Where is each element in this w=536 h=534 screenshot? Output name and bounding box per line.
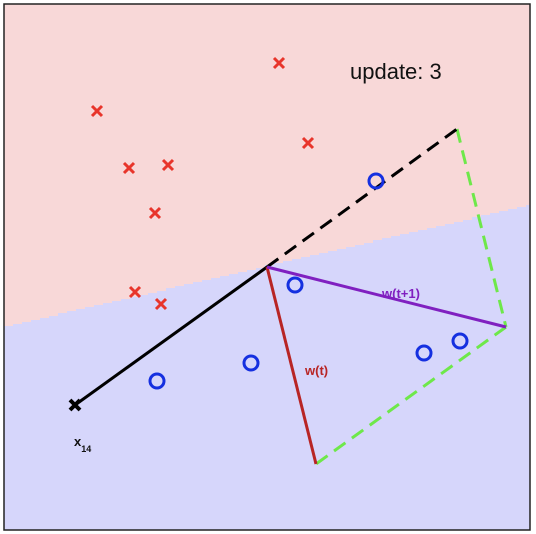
x-icon: [154, 297, 168, 311]
x-icon: [301, 136, 315, 150]
x-icon: [148, 206, 162, 220]
x-icon: [272, 56, 286, 70]
update-counter: update: 3: [350, 59, 442, 84]
construction-line-lower: [315, 325, 507, 466]
circle-icon: [148, 372, 166, 390]
label-w-t1: w(t+1): [381, 286, 420, 301]
x-icon: [122, 161, 136, 175]
x-icon: [90, 104, 104, 118]
highlighted-point-icon: [68, 398, 82, 412]
x-icon: [128, 285, 142, 299]
circle-icon: [286, 276, 304, 294]
point-label-subscript: 14: [81, 444, 91, 454]
construction-line-upper: [455, 128, 508, 328]
circle-icon: [415, 344, 433, 362]
point-label: x14: [74, 434, 91, 454]
decision-boundary-dashed: [266, 127, 458, 269]
x-class-markers: [90, 56, 315, 311]
decision-boundary-solid: [74, 265, 268, 407]
label-w-t: w(t): [304, 363, 328, 378]
plot-frame: [3, 3, 531, 531]
point-label-base: x: [74, 434, 82, 449]
circle-icon: [242, 354, 260, 372]
vector-w-t: [265, 266, 318, 465]
x-icon: [161, 158, 175, 172]
region-o-class: [4, 205, 530, 530]
vector-w-t1: [266, 265, 507, 329]
o-class-markers: [148, 172, 469, 390]
circle-icon: [451, 332, 469, 350]
circle-icon: [367, 172, 385, 190]
